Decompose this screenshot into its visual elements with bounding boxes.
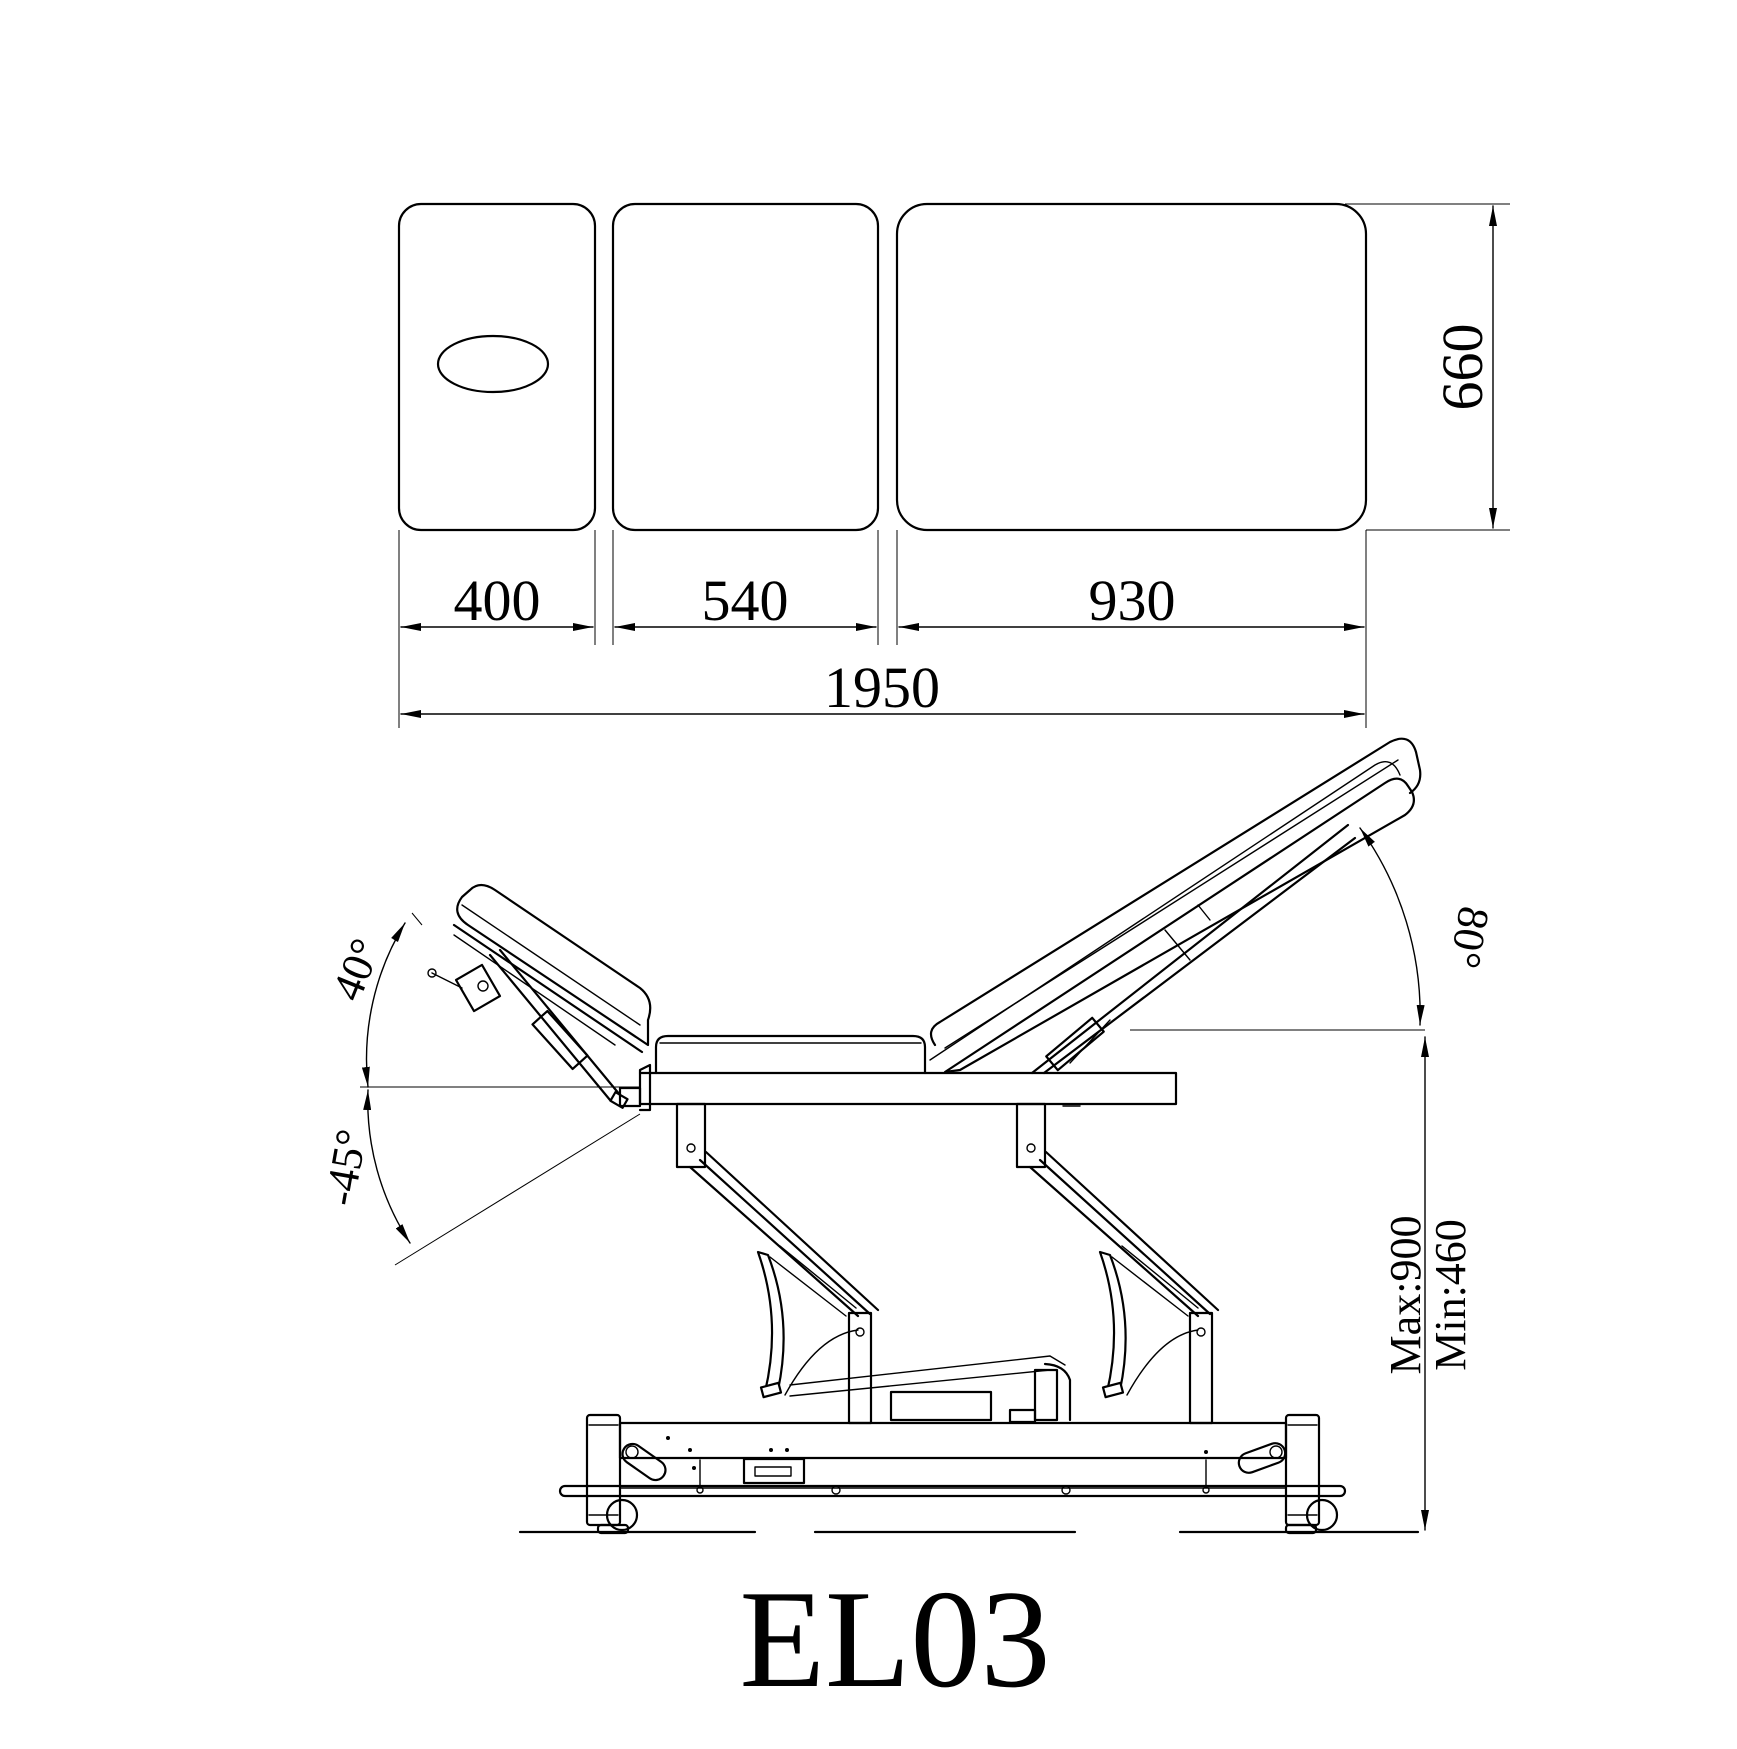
top-view: 660 400 540 930 1950: [397, 202, 1510, 728]
head-down-angle-label: -45°: [315, 1126, 376, 1210]
backrest-arc: [1359, 827, 1425, 1026]
head-section-side: [427, 883, 652, 1112]
leg-dimension-label: 930: [1089, 568, 1176, 633]
head-up-angle-label: 40°: [322, 932, 391, 1007]
motor-housing: [1033, 1368, 1059, 1422]
lower-post-left: [847, 1311, 873, 1425]
top-frame: [638, 1071, 1178, 1106]
head-lock-bracket: [454, 963, 502, 1013]
model-title: EL03: [739, 1562, 1050, 1717]
height-max-label: Max:900: [1381, 1216, 1430, 1375]
lift-arm-right: [1028, 1150, 1220, 1318]
lower-post-right: [1188, 1311, 1214, 1425]
caster-lever-left: [621, 1442, 667, 1482]
caster-lever-right: [1237, 1442, 1287, 1474]
arm-actuator-right: [1111, 1245, 1199, 1317]
back-section-side: [929, 737, 1422, 1075]
upper-bracket-right: [1015, 1102, 1047, 1169]
base-frame: [618, 1421, 1288, 1460]
base-pedal: [742, 1457, 806, 1485]
motor-rod: [789, 1355, 1066, 1397]
head-dimension-label: 400: [454, 568, 541, 633]
base-rail: [558, 1484, 1347, 1498]
middle-dimension-label: 540: [702, 568, 789, 633]
curved-link-left: [756, 1250, 785, 1394]
middle-cushion-side: [654, 1034, 927, 1075]
curved-link-right: [1098, 1250, 1127, 1394]
back-actuator: [1045, 1016, 1105, 1072]
extension-lines: [398, 203, 1510, 728]
lift-arm-left: [688, 1150, 880, 1318]
back-frame: [1030, 823, 1357, 1075]
backrest-angle-label: 80°: [1440, 903, 1499, 972]
head-cushion: [397, 202, 597, 532]
width-dimension-label: 660: [1430, 324, 1495, 411]
arm-actuator-left: [769, 1245, 857, 1317]
motor-body: [889, 1390, 993, 1422]
wheel-left: [596, 1498, 639, 1535]
middle-cushion: [611, 202, 880, 532]
head-down-arc: [363, 1089, 411, 1244]
end-post-right: [1284, 1413, 1321, 1527]
face-hole: [436, 334, 550, 394]
wheel-right: [1284, 1498, 1339, 1535]
upper-bracket-left: [675, 1102, 707, 1169]
side-view: 40° -45° 80° Max:900 Min:460: [315, 737, 1499, 1535]
leg-cushion: [895, 202, 1368, 532]
end-post-left: [585, 1413, 622, 1527]
rivet-dots: [666, 1436, 1208, 1470]
height-min-label: Min:460: [1426, 1219, 1475, 1371]
total-dimension-label: 1950: [824, 655, 940, 720]
head-actuator: [488, 948, 622, 1102]
head-up-arc: [361, 922, 406, 1088]
